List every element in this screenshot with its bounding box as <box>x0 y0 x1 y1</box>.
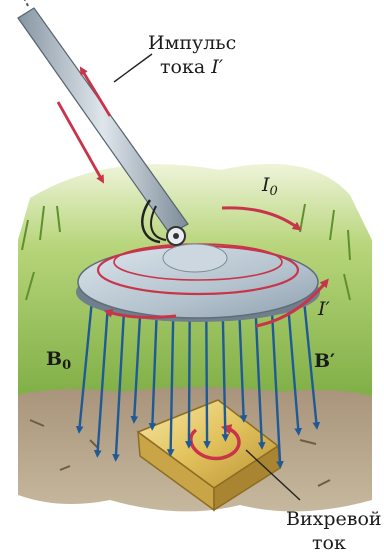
b0-label: B0 <box>46 350 71 372</box>
pulse-label-word: тока <box>160 56 205 78</box>
i0-label: I0 <box>262 176 278 198</box>
eddy-label-line1: Вихревой <box>286 510 382 529</box>
eddy-label-line2: ток <box>312 534 346 553</box>
pulse-label-line2: тока I′ <box>160 58 223 77</box>
pulse-label-symbol: I′ <box>211 56 223 78</box>
b0-symbol: B <box>46 348 62 370</box>
pulse-label-line1: Импульс <box>148 34 236 53</box>
iprime-label: I′ <box>318 300 330 319</box>
i0-subscript: 0 <box>270 184 278 199</box>
b0-subscript: 0 <box>62 358 71 373</box>
bprime-label: B′ <box>314 352 335 371</box>
i0-symbol: I <box>262 174 270 196</box>
